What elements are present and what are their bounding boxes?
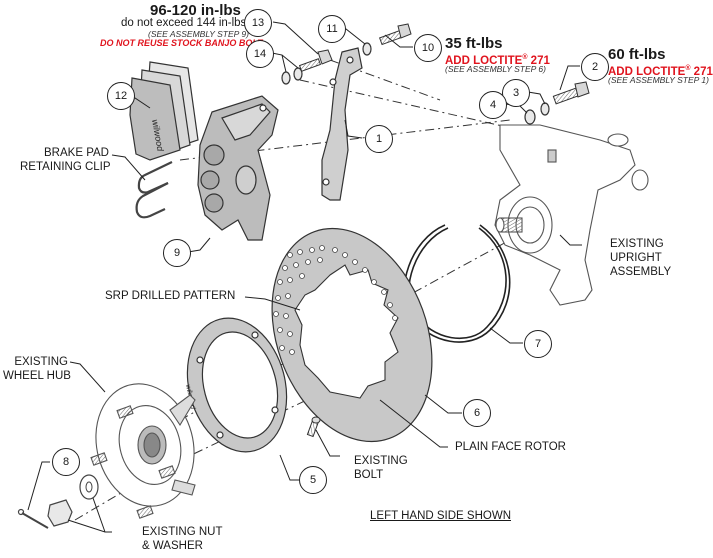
label-upright-3: ASSEMBLY: [610, 266, 672, 278]
rotor: [271, 227, 433, 443]
bracket-bolt-step: (SEE ASSEMBLY STEP 6): [445, 64, 546, 74]
washer-4: [524, 109, 536, 125]
label-srp-drilled: SRP DRILLED PATTERN: [105, 290, 236, 302]
upright-bolt-step: (SEE ASSEMBLY STEP 1): [608, 75, 709, 85]
upright-bolt: [552, 81, 590, 105]
washers-14: [281, 67, 303, 85]
bracket-bolt-loctite: ADD LOCTITE® 271: [445, 51, 550, 68]
upright-assembly: [494, 124, 649, 306]
callout-11: 11: [318, 15, 346, 43]
banjo-bolt: [298, 49, 333, 72]
caliper-bolt-step: (SEE ASSEMBLY STEP 9): [148, 29, 249, 39]
loctite-text: ADD LOCTITE: [608, 65, 686, 78]
bracket-bolt: [378, 23, 412, 46]
rotor-hat: wilwood: [184, 317, 288, 453]
caliper-bolt-torque: 96-120 in-lbs: [150, 2, 241, 19]
caliper-bolt-limit: do not exceed 144 in-lbs: [121, 17, 247, 29]
loctite-text: ADD LOCTITE: [445, 54, 523, 67]
callout-7: 7: [524, 330, 552, 358]
washer-11: [362, 42, 372, 56]
label-bolt-2: BOLT: [354, 469, 384, 481]
cotter-pin: [21, 512, 49, 529]
registered-mark: ®: [685, 65, 691, 72]
callout-9: 9: [163, 239, 191, 267]
bracket-bolt-torque: 35 ft-lbs: [445, 35, 503, 52]
existing-bolt: [306, 416, 321, 438]
upright-bolt-torque: 60 ft-lbs: [608, 46, 666, 63]
washer-3: [540, 102, 550, 116]
loctite-number: 271: [690, 65, 713, 78]
loctite-number: 271: [527, 54, 550, 67]
callout-13: 13: [244, 9, 272, 37]
label-hub-2: WHEEL HUB: [3, 370, 71, 382]
drilled-holes: [273, 245, 398, 355]
brake-pad: wilwood: [129, 61, 199, 161]
hub-washer-hole: [85, 481, 93, 493]
callout-14: 14: [246, 40, 274, 68]
callout-8: 8: [52, 448, 80, 476]
callout-10: 10: [414, 34, 442, 62]
cotter-pin-eye: [17, 508, 25, 516]
upright-bolt-loctite: ADD LOCTITE® 271: [608, 62, 713, 79]
leader-lines: [27, 21, 582, 533]
label-hub-1: EXISTING: [14, 356, 68, 368]
label-upright-2: UPRIGHT: [610, 252, 662, 264]
label-nut-2: & WASHER: [142, 540, 203, 552]
snap-ring: [403, 224, 511, 343]
callout-3: 3: [502, 79, 530, 107]
label-nut-1: EXISTING NUT: [142, 526, 223, 538]
callout-4: 4: [479, 91, 507, 119]
registered-mark: ®: [522, 54, 528, 61]
callout-12: 12: [107, 82, 135, 110]
label-bolt-1: EXISTING: [354, 455, 408, 467]
banjo-bolt-warning: DO NOT REUSE STOCK BANJO BOLT: [100, 38, 263, 48]
callout-2: 2: [581, 53, 609, 81]
label-retaining-clip: RETAINING CLIP: [20, 161, 111, 173]
label-plain-face-rotor: PLAIN FACE ROTOR: [455, 441, 566, 453]
callout-1: 1: [365, 125, 393, 153]
label-brake-pad: BRAKE PAD: [44, 147, 109, 159]
left-hand-side-note: LEFT HAND SIDE SHOWN: [370, 510, 511, 522]
castle-nut: [47, 499, 73, 527]
wheel-hub: [90, 383, 196, 519]
caliper: [197, 95, 279, 241]
retaining-clip: [135, 161, 173, 219]
callout-5: 5: [299, 466, 327, 494]
callout-6: 6: [463, 399, 491, 427]
label-upright-1: EXISTING: [610, 238, 664, 250]
mounting-bracket: [321, 47, 363, 201]
